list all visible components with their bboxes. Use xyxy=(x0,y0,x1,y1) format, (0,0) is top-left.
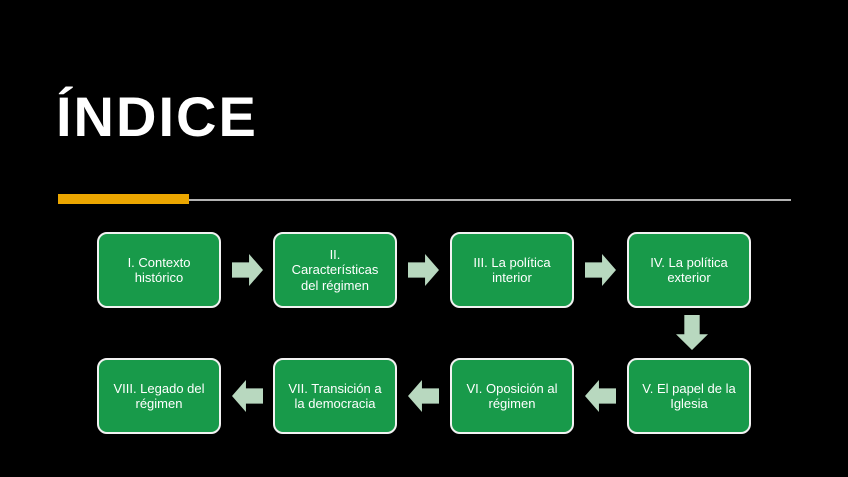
flow-step-3-politica-interior: III. La política interior xyxy=(450,232,574,308)
arrow-right-icon xyxy=(585,254,616,286)
arrow-left-icon xyxy=(408,380,439,412)
arrow-down-icon xyxy=(676,315,708,350)
slide-title: ÍNDICE xyxy=(56,85,258,148)
flow-step-label: VII. Transición a la democracia xyxy=(288,380,382,411)
flow-step-label: IV. La política exterior xyxy=(650,254,728,285)
flow-step-4-politica-exterior: IV. La política exterior xyxy=(627,232,751,308)
flow-step-7-transicion-democracia: VII. Transición a la democracia xyxy=(273,358,397,434)
flow-step-label: II. Características del régimen xyxy=(291,247,379,293)
flow-step-2-caracteristicas-regimen: II. Características del régimen xyxy=(273,232,397,308)
flow-step-label: VI. Oposición al régimen xyxy=(466,380,558,411)
divider-accent-bar xyxy=(58,194,189,204)
flow-step-5-papel-iglesia: V. El papel de la Iglesia xyxy=(627,358,751,434)
flow-step-label: VIII. Legado del régimen xyxy=(113,380,205,411)
arrow-right-icon xyxy=(408,254,439,286)
flow-step-label: I. Contexto histórico xyxy=(127,254,191,285)
flow-step-label: III. La política interior xyxy=(473,254,551,285)
flow-step-6-oposicion-regimen: VI. Oposición al régimen xyxy=(450,358,574,434)
arrow-left-icon xyxy=(585,380,616,412)
arrow-left-icon xyxy=(232,380,263,412)
arrow-right-icon xyxy=(232,254,263,286)
flow-step-8-legado-regimen: VIII. Legado del régimen xyxy=(97,358,221,434)
divider-line xyxy=(189,199,791,201)
flow-step-1-contexto-historico: I. Contexto histórico xyxy=(97,232,221,308)
flow-step-label: V. El papel de la Iglesia xyxy=(642,380,736,411)
